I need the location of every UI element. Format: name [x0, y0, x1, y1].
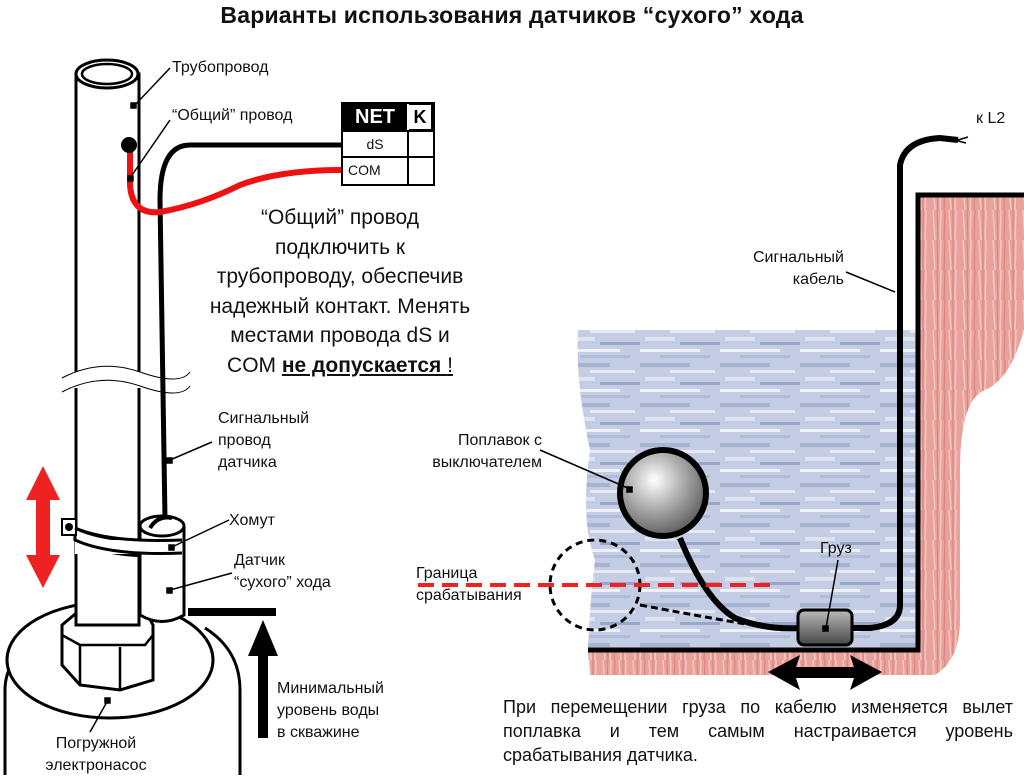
pipe-top-inner	[80, 62, 134, 86]
instruction-line: местами провода dS и	[230, 324, 450, 347]
instruction-line: надежный контакт. Менять	[209, 294, 471, 318]
wiring-instruction: “Общий” провод подключить к трубопроводу…	[185, 203, 495, 380]
pipe-lower	[74, 383, 141, 627]
label-clamp: Хомут	[229, 512, 275, 529]
terminal-ds-label: dS	[343, 132, 409, 158]
terminal-block: NET K dS COM	[341, 102, 435, 186]
hex-nut	[60, 608, 155, 692]
label-line: Граница	[416, 565, 478, 582]
terminal-row-ds: dS	[343, 130, 433, 158]
label-common-wire: “Общий” провод	[172, 107, 293, 124]
label-signal-cable: Сигнальный кабель	[730, 247, 844, 291]
label-float-switch: Поплавок с выключателем	[406, 430, 542, 474]
float-ball	[617, 447, 709, 539]
label-trigger-boundary: Граница срабатывания	[416, 563, 522, 607]
label-line: выключателем	[432, 454, 542, 471]
label-line: в скважине	[277, 724, 360, 741]
terminal-ds-slot	[409, 132, 431, 158]
terminal-header-k: K	[409, 105, 431, 129]
instruction-suffix: !	[447, 353, 453, 377]
weight-move-arrow	[768, 655, 882, 690]
float-cable	[677, 536, 801, 632]
instruction-prefix: COM	[227, 353, 282, 377]
label-to-l2: к L2	[976, 110, 1006, 127]
signal-wire-lower	[163, 384, 167, 521]
label-signal-wire: Сигнальный провод датчика	[218, 408, 309, 474]
label-line: Погружной	[55, 735, 137, 752]
label-line: Сигнальный	[752, 249, 844, 266]
instruction-line: подключить к	[274, 235, 406, 259]
well-wall	[588, 195, 1024, 675]
label-pump: Погружной электронасос	[40, 733, 152, 777]
label-line: провод	[218, 432, 271, 449]
common-wire	[127, 148, 342, 216]
label-line: Поплавок с	[458, 432, 542, 449]
terminal-com-label: COM	[343, 158, 409, 184]
cable-end-strands	[957, 136, 969, 144]
terminal-row-com: COM	[343, 156, 433, 184]
adjust-height-arrow	[26, 466, 60, 588]
label-line: электронасос	[45, 757, 147, 774]
terminal-com-slot	[409, 158, 431, 184]
label-line: кабель	[792, 271, 844, 288]
signal-cable-lower	[850, 292, 903, 631]
left-leader-lines	[89, 67, 233, 733]
instruction-line-warning: COM не допускается !	[185, 351, 495, 381]
diagram-title: Варианты использования датчиков “сухого”…	[220, 2, 804, 28]
float-cable-alt-position	[639, 603, 771, 630]
instruction-line: трубопроводу, обеспечив	[216, 265, 464, 288]
label-line: Датчик	[234, 552, 285, 569]
terminal-header-net: NET	[343, 104, 409, 130]
label-line: срабатывания	[416, 587, 522, 604]
label-pipeline: Трубопровод	[172, 59, 269, 76]
min-water-level-marker	[188, 608, 278, 738]
pipe-break	[60, 365, 191, 394]
label-line: “сухого” хода	[234, 574, 331, 591]
label-line: датчика	[218, 454, 277, 471]
right-leader-lines	[539, 271, 896, 632]
label-line: уровень воды	[277, 702, 380, 719]
adjustment-note: При перемещении груза по кабелю изменяет…	[503, 697, 1013, 765]
instruction-warning: не допускается	[281, 353, 448, 377]
ground-contact	[121, 137, 137, 153]
pipe-upper	[74, 72, 141, 376]
label-line: Сигнальный	[218, 410, 310, 427]
water-body	[577, 330, 918, 648]
well-wall-edge	[588, 192, 1024, 653]
label-weight: Груз	[820, 540, 852, 557]
signal-cable	[897, 134, 959, 292]
label-line: Минимальный	[277, 680, 384, 697]
terminal-header-row: NET K	[343, 104, 433, 130]
label-sensor: Датчик “сухого” хода	[234, 550, 331, 594]
instruction-line: “Общий” провод	[260, 206, 420, 229]
label-min-water-level: Минимальный уровень воды в скважине	[277, 678, 384, 744]
signal-wire	[157, 142, 341, 521]
